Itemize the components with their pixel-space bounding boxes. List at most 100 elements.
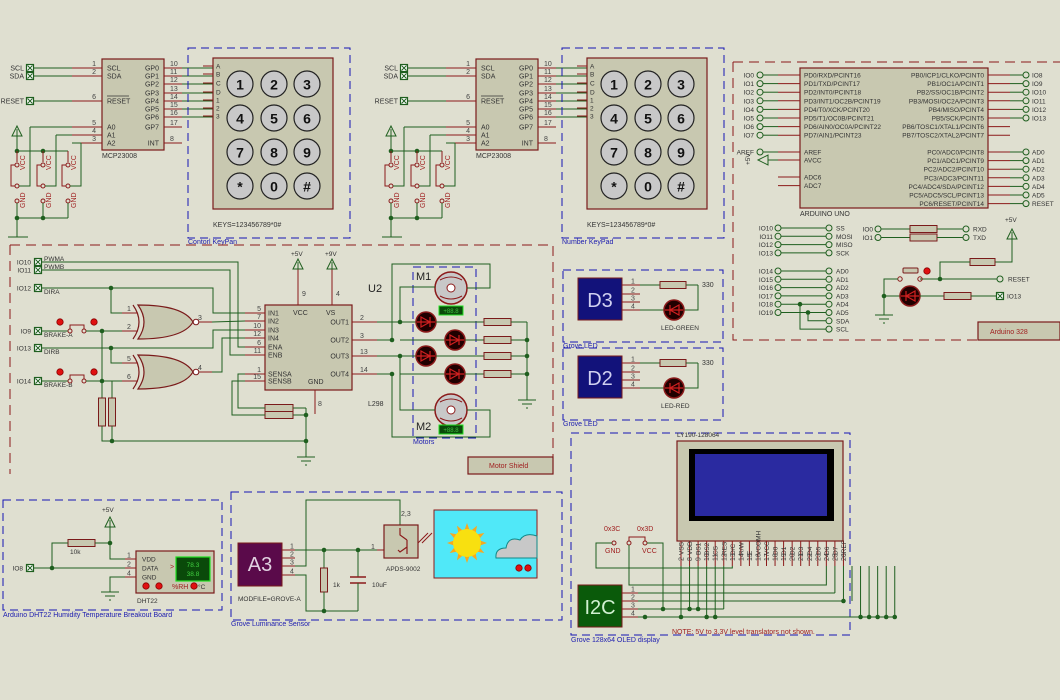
terminal-circle-icon[interactable]	[825, 232, 833, 240]
terminal-circle-icon[interactable]	[1022, 148, 1030, 156]
pin-number: 11	[170, 69, 177, 76]
keypad-key-5[interactable]: 5	[634, 104, 662, 132]
terminal-circle-icon[interactable]	[874, 225, 882, 233]
keypad-key-0[interactable]: 0	[260, 172, 288, 200]
terminal-circle-icon[interactable]	[1022, 71, 1030, 79]
terminal-icon[interactable]	[399, 63, 409, 73]
terminal-icon[interactable]	[399, 71, 409, 81]
terminal-icon[interactable]	[33, 343, 43, 353]
terminal-circle-icon[interactable]	[825, 309, 833, 316]
keypad-key-9[interactable]: 9	[293, 138, 321, 166]
keypad-key-2[interactable]: 2	[634, 70, 662, 98]
terminal-icon[interactable]	[33, 326, 43, 336]
key-label: 4	[236, 111, 244, 127]
terminal-circle-icon[interactable]	[1022, 174, 1030, 182]
junction-dot	[303, 412, 309, 418]
keypad-key-#[interactable]: #	[667, 172, 695, 200]
terminal-circle-icon[interactable]	[825, 275, 833, 283]
keypad-key-8[interactable]: 8	[260, 138, 288, 166]
terminal-circle-icon[interactable]	[774, 300, 782, 308]
terminal-circle-icon[interactable]	[825, 300, 833, 308]
terminal-circle-icon[interactable]	[756, 71, 764, 79]
terminal-circle-icon[interactable]	[1022, 97, 1030, 105]
terminal-circle-icon[interactable]	[756, 80, 764, 88]
keypad-key-7[interactable]: 7	[600, 138, 628, 166]
terminal-icon[interactable]	[33, 257, 43, 267]
terminal-circle-icon[interactable]	[756, 105, 764, 113]
terminal-circle-icon[interactable]	[962, 234, 970, 241]
terminal-icon[interactable]	[33, 265, 43, 275]
keypad-key-5[interactable]: 5	[260, 104, 288, 132]
terminal-circle-icon[interactable]	[825, 224, 833, 232]
terminal-circle-icon[interactable]	[1022, 114, 1030, 122]
terminal-circle-icon[interactable]	[874, 234, 882, 241]
keypad-key-4[interactable]: 4	[600, 104, 628, 132]
keypad-key-7[interactable]: 7	[226, 138, 254, 166]
terminal-circle-icon[interactable]	[825, 284, 833, 292]
terminal-icon[interactable]	[25, 63, 35, 73]
terminal-circle-icon[interactable]	[756, 123, 764, 131]
terminal-icon[interactable]	[33, 376, 43, 386]
keypad-key-1[interactable]: 1	[600, 70, 628, 98]
terminal-circle-icon[interactable]	[1022, 105, 1030, 113]
terminal-circle-icon[interactable]	[774, 292, 782, 300]
terminal-circle-icon[interactable]	[756, 88, 764, 96]
terminal-circle-icon[interactable]	[825, 249, 833, 257]
keypad-key-3[interactable]: 3	[293, 70, 321, 98]
terminal-circle-icon[interactable]	[1022, 80, 1030, 88]
terminal-circle-icon[interactable]	[1022, 157, 1030, 165]
keypad-key-8[interactable]: 8	[634, 138, 662, 166]
terminal-circle-icon[interactable]	[1022, 165, 1030, 173]
io-label: IO1	[863, 235, 874, 242]
jumper-contact	[14, 162, 20, 168]
terminal-icon[interactable]	[25, 71, 35, 81]
terminal-circle-icon[interactable]	[756, 131, 764, 139]
pin-name: SDA	[107, 74, 122, 81]
terminal-icon[interactable]	[995, 291, 1005, 301]
terminal-circle-icon[interactable]	[756, 148, 764, 156]
terminal-circle-icon[interactable]	[1022, 88, 1030, 96]
terminal-icon[interactable]	[399, 96, 409, 106]
terminal-circle-icon[interactable]	[825, 241, 833, 249]
terminal-circle-icon[interactable]	[774, 267, 782, 275]
keypad-key-6[interactable]: 6	[293, 104, 321, 132]
terminal-circle-icon[interactable]	[756, 114, 764, 122]
terminal-circle-icon[interactable]	[825, 317, 833, 325]
chip-name: MCP23008	[476, 153, 511, 160]
terminal-circle-icon[interactable]	[774, 249, 782, 257]
terminal-circle-icon[interactable]	[756, 97, 764, 105]
terminal-circle-icon[interactable]	[774, 284, 782, 292]
keypad-key-3[interactable]: 3	[667, 70, 695, 98]
terminal-icon[interactable]	[25, 563, 35, 573]
keypad-key-1[interactable]: 1	[226, 70, 254, 98]
terminal-circle-icon[interactable]	[774, 224, 782, 232]
terminal-circle-icon[interactable]	[825, 292, 833, 300]
terminal-icon[interactable]	[25, 96, 35, 106]
keypad-key-*[interactable]: *	[226, 172, 254, 200]
terminal-circle-icon[interactable]	[774, 309, 782, 316]
keypad-key-2[interactable]: 2	[260, 70, 288, 98]
power-rail-icon	[385, 124, 397, 137]
signal-label: BRAKE-B	[44, 382, 73, 389]
terminal-circle-icon[interactable]	[1022, 191, 1030, 199]
terminal-circle-icon[interactable]	[774, 241, 782, 249]
keypad-key-6[interactable]: 6	[667, 104, 695, 132]
terminal-circle-icon[interactable]	[962, 225, 970, 233]
terminal-icon[interactable]	[33, 283, 43, 293]
keypad-key-#[interactable]: #	[293, 172, 321, 200]
wire	[19, 127, 31, 187]
terminal-circle-icon[interactable]	[774, 232, 782, 240]
keypad-key-0[interactable]: 0	[634, 172, 662, 200]
wire	[647, 542, 664, 611]
terminal-circle-icon[interactable]	[825, 267, 833, 275]
terminal-circle-icon[interactable]	[1022, 200, 1030, 208]
terminal-circle-icon[interactable]	[1022, 182, 1030, 190]
keypad-key-*[interactable]: *	[600, 172, 628, 200]
terminal-circle-icon[interactable]	[825, 325, 833, 333]
keypad-key-9[interactable]: 9	[667, 138, 695, 166]
terminal-circle-icon[interactable]	[774, 275, 782, 283]
keypad-key-4[interactable]: 4	[226, 104, 254, 132]
terminal-circle-icon[interactable]	[996, 275, 1004, 283]
